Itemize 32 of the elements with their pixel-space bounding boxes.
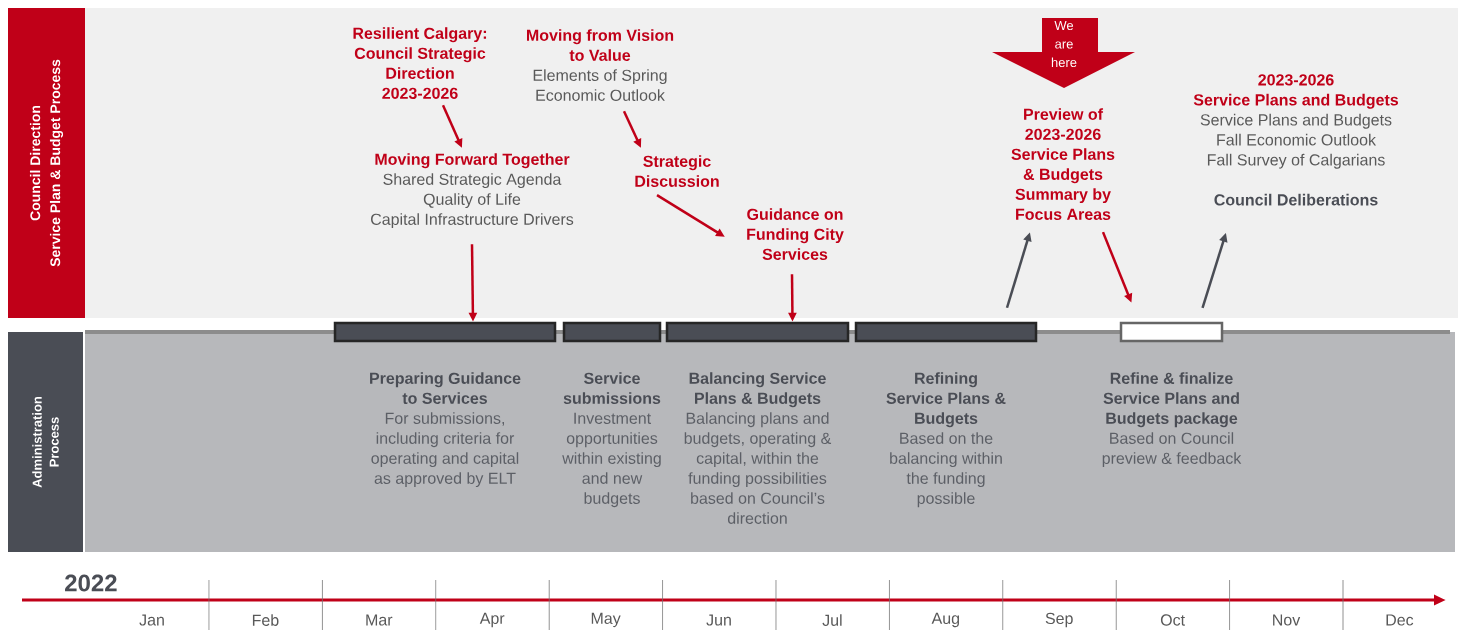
milestone-text: 2023-2026 Service Plans and Budgets Service Plans and Budgets Fall Economic Outlook Fall Survey of Calgarians Council Deliberations <box>1193 74 1399 206</box>
lane-header: Administration Process <box>8 332 83 552</box>
month-label: Dec <box>1386 614 1414 626</box>
month-label: Jul <box>822 614 842 626</box>
month-label: Nov <box>1273 614 1301 626</box>
month-label: Jun <box>706 614 731 626</box>
milestone-text: Resilient Calgary: Council Strategic Direction 2023-2026 <box>353 27 487 99</box>
milestone-text: Guidance on Funding City Services <box>747 208 844 260</box>
phase-bar <box>1119 321 1224 343</box>
year-label: 2022 <box>65 574 117 592</box>
milestone-text: Preview of 2023-2026 Service Plans & Budgets Summary by Focus Areas <box>1011 108 1115 220</box>
month-label: Oct <box>1160 614 1185 626</box>
phase-description: Service submissions Investment opportunities within existing and new budgets <box>562 372 661 508</box>
month-label: Sep <box>1045 612 1073 628</box>
phase-bar <box>854 321 1038 343</box>
month-label: Aug <box>931 612 959 628</box>
milestone-text: Moving from Vision to Value Elements of Spring Economic Outlook <box>527 29 674 101</box>
phase-bar <box>333 321 557 343</box>
phase-description: Preparing Guidance to Services For submissions, including criteria for operating and capital as approved by ELT <box>370 372 521 488</box>
phase-bar <box>562 321 662 343</box>
month-label: May <box>591 612 621 628</box>
month-label: Mar <box>366 614 393 626</box>
milestone-text: Strategic Discussion <box>635 155 719 187</box>
milestone-text: Moving Forward Together Shared Strategic Agenda Quality of Life Capital Infrastructure Drivers <box>371 153 574 229</box>
phase-description: Balancing Service Plans & Budgets Balancing plans and budgets, operating & capital, within the funding possibilities based on Council’s direction <box>684 372 832 524</box>
month-label: Jan <box>139 614 164 626</box>
lane-header: Council Direction Service Plan & Budget Process <box>8 8 85 318</box>
phase-bar <box>665 321 850 343</box>
phase-description: Refine & finalize Service Plans and Budgets package Based on Council preview & feedback <box>1102 372 1242 468</box>
phase-description: Refining Service Plans & Budgets Based on the balancing within the funding possible <box>886 372 1006 508</box>
month-label: Feb <box>252 614 279 626</box>
month-label: Apr <box>479 612 505 628</box>
